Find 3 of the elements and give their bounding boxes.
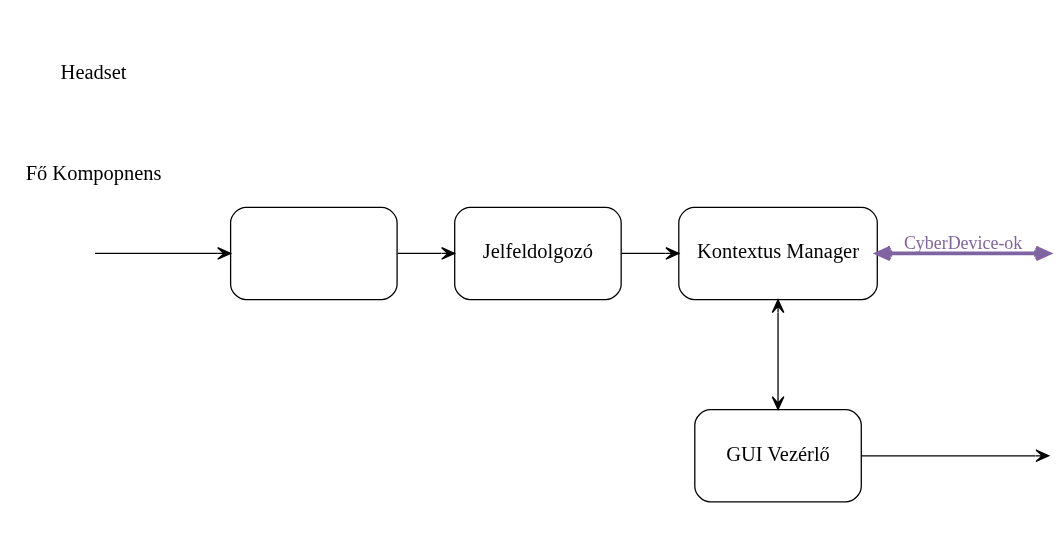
label: Headset bbox=[60, 61, 127, 84]
edge-label: CyberDevice-ok bbox=[903, 232, 1023, 253]
label: Fő Kompopnens bbox=[25, 162, 162, 185]
